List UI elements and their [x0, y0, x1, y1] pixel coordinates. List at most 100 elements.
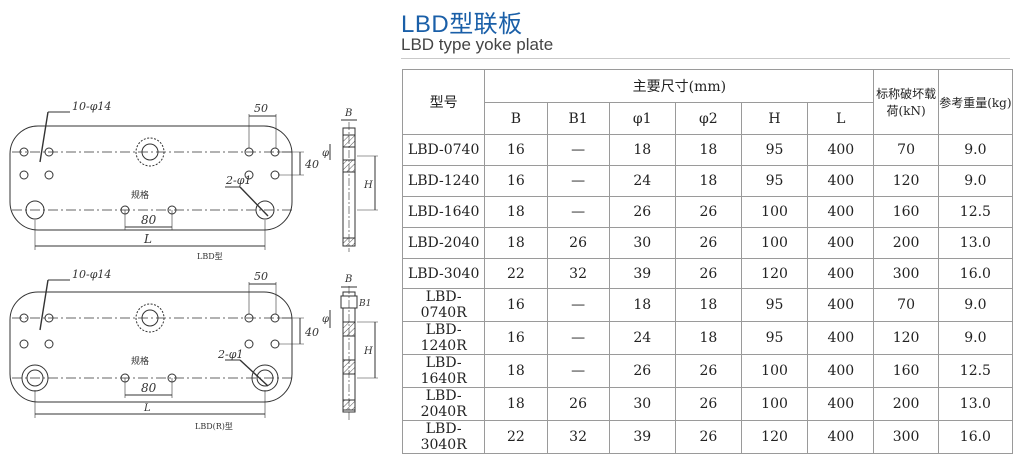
table-cell: —	[546, 354, 610, 389]
table-cell: 26	[546, 387, 610, 422]
top-side-view	[329, 119, 378, 252]
model-cell: LBD-2040	[401, 226, 486, 259]
table-cell: 32	[546, 420, 610, 455]
page-subtitle: LBD type yoke plate	[401, 35, 554, 54]
table-cell: 400	[807, 387, 875, 422]
header-model: 型号	[401, 69, 486, 135]
table-cell: 18	[674, 134, 742, 166]
table-cell: 9.0	[937, 321, 1013, 356]
table-cell: 120	[740, 420, 809, 455]
table-cell: 18	[674, 164, 742, 197]
hole-note2-top: 2-φ1	[225, 174, 251, 187]
table-cell: 400	[807, 134, 875, 166]
table-cell: 120	[740, 257, 809, 290]
side-B-top: B	[344, 108, 352, 119]
table-cell: 400	[807, 321, 875, 356]
side-H-top: H	[363, 180, 373, 191]
title-divider	[401, 58, 1010, 59]
caption-top: LBD型	[197, 252, 223, 261]
col-header-B: B	[484, 102, 548, 135]
table-cell: 200	[873, 226, 939, 259]
side-B-bottom: B	[344, 274, 352, 285]
hole-note-bottom: 10-φ14	[72, 268, 111, 281]
dim-40-bottom: 40	[304, 326, 319, 339]
table-cell: 9.0	[937, 288, 1013, 323]
table-cell: 22	[484, 420, 548, 455]
table-cell: 70	[873, 288, 939, 323]
bottom-side-view	[329, 286, 378, 420]
header-load: 标称破坏载荷(kN)	[873, 69, 939, 135]
model-cell: LBD-0740R	[401, 288, 486, 323]
table-cell: 200	[873, 387, 939, 422]
table-cell: 95	[740, 288, 809, 323]
dim-L-bottom: L	[143, 403, 151, 414]
table-cell: 400	[807, 257, 875, 290]
table-cell: 39	[608, 257, 676, 290]
side-B1-bottom: B1	[358, 299, 371, 309]
table-cell: 26	[674, 420, 742, 455]
model-cell: LBD-1640R	[401, 354, 486, 389]
model-cell: LBD-2040R	[401, 387, 486, 422]
table-cell: 13.0	[937, 387, 1013, 422]
table-cell: 26	[674, 226, 742, 259]
col-header-H: H	[740, 102, 809, 135]
table-cell: 18	[484, 354, 548, 389]
dim-40-top: 40	[304, 158, 319, 171]
table-cell: —	[546, 195, 610, 228]
table-cell: 160	[873, 354, 939, 389]
header-main-dimensions: 主要尺寸(mm)	[484, 69, 875, 103]
table-cell: 24	[608, 164, 676, 197]
table-cell: 18	[674, 321, 742, 356]
side-phi-top: φ	[322, 148, 329, 159]
table-cell: —	[546, 288, 610, 323]
table-cell: 18	[608, 134, 676, 166]
table-cell: 100	[740, 354, 809, 389]
table-cell: 39	[608, 420, 676, 455]
table-cell: 26	[674, 195, 742, 228]
table-cell: 300	[873, 420, 939, 455]
model-cell: LBD-3040	[401, 257, 486, 290]
model-cell: LBD-1640	[401, 195, 486, 228]
table-cell: 30	[608, 387, 676, 422]
table-cell: 26	[674, 354, 742, 389]
dim-50-bottom: 50	[254, 270, 268, 283]
center-boss	[135, 137, 165, 167]
table-cell: 95	[740, 321, 809, 356]
model-cell: LBD-1240	[401, 164, 486, 197]
table-cell: 32	[546, 257, 610, 290]
dim-L-top: L	[143, 232, 152, 246]
col-header-phi2: φ2	[674, 102, 742, 135]
table-cell: 100	[740, 387, 809, 422]
header-weight: 参考重量(kg)	[937, 69, 1013, 135]
table-cell: 400	[807, 354, 875, 389]
plate-outline	[9, 125, 293, 231]
side-H-bottom: H	[363, 346, 373, 357]
table-cell: —	[546, 321, 610, 356]
table-cell: 120	[873, 164, 939, 197]
table-cell: 16	[484, 288, 548, 323]
table-cell: 70	[873, 134, 939, 166]
model-cell: LBD-1240R	[401, 321, 486, 356]
table-cell: 18	[608, 288, 676, 323]
page-title: LBD型联板	[401, 11, 523, 38]
plate-outline-r	[9, 291, 293, 403]
table-cell: 18	[674, 288, 742, 323]
table-cell: 18	[484, 387, 548, 422]
technical-drawing: 10-φ14 50 40 2-φ1 80 L 规格 LBD型 B φ H 10-…	[9, 100, 378, 431]
bottom-plate-view	[9, 279, 304, 418]
spec-top: 规格	[131, 189, 149, 201]
table-cell: 160	[873, 195, 939, 228]
table-cell: 400	[807, 164, 875, 197]
table-cell: 16	[484, 321, 548, 356]
spec-bottom: 规格	[131, 355, 149, 367]
spec-table: 型号 主要尺寸(mm) 标称破坏载荷(kN) 参考重量(kg) B B1 φ1 …	[401, 69, 1013, 455]
table-cell: 26	[608, 354, 676, 389]
table-cell: 16	[484, 164, 548, 197]
table-cell: 26	[674, 257, 742, 290]
